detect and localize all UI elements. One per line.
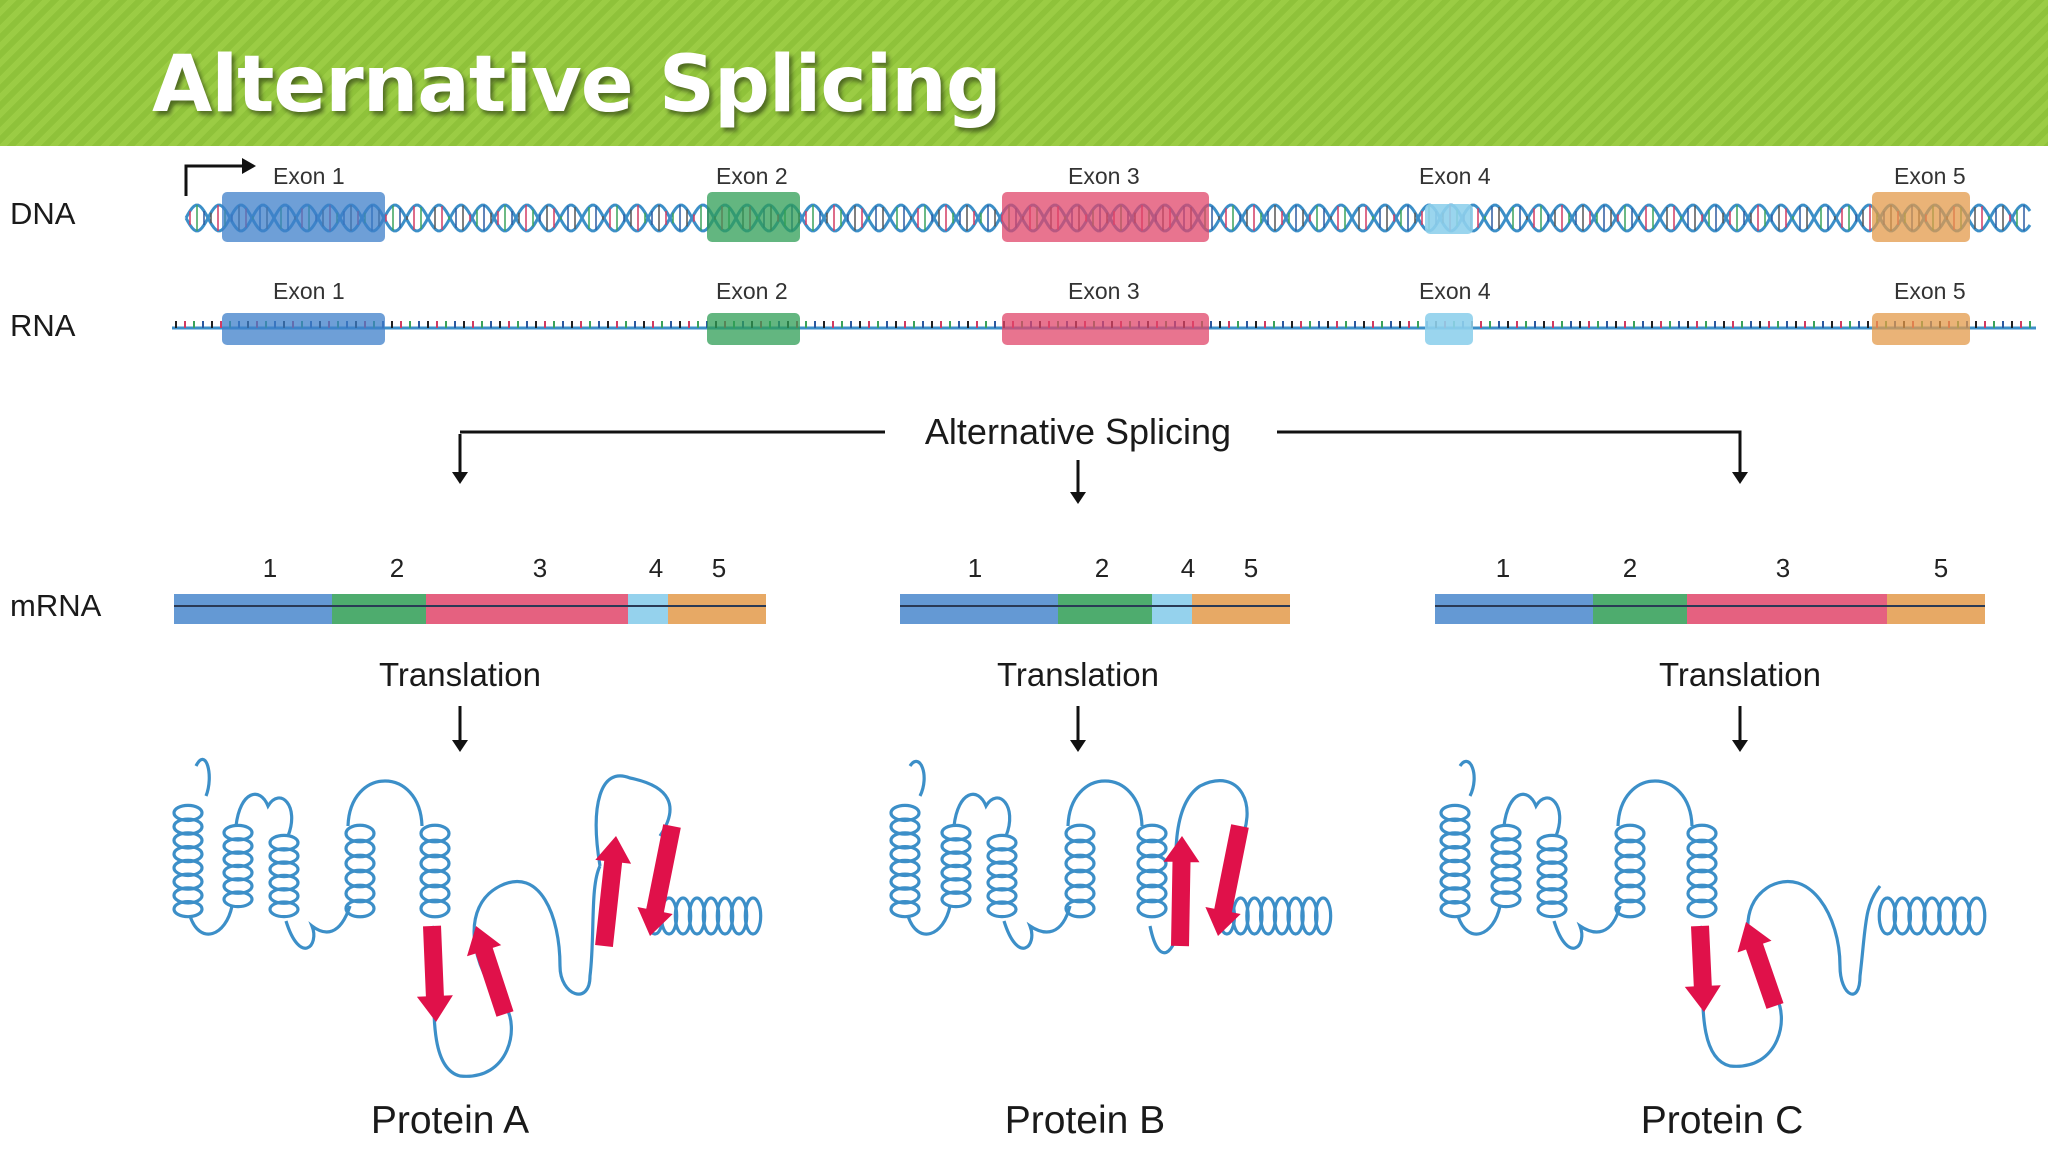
dna-exon-label-2: Exon 2: [716, 163, 788, 189]
mrna-variant-c: 1 2 3 5: [1435, 553, 1985, 624]
mrna-c-exon-5: [1887, 594, 1985, 624]
mrna-b-num-4: 4: [1181, 553, 1195, 583]
translation-label-b: Translation: [997, 656, 1159, 693]
rna-exons: [222, 313, 1970, 345]
dna-exon-label-3: Exon 3: [1068, 163, 1140, 189]
dna-exon-2: [707, 192, 800, 242]
transcription-start-arrow: [184, 158, 256, 196]
rna-exon-label-3: Exon 3: [1068, 278, 1140, 304]
slide-title: Alternative Splicing: [152, 40, 1002, 130]
dna-exon-labels: Exon 1 Exon 2 Exon 3 Exon 4 Exon 5: [273, 163, 1966, 189]
mrna-variant-a: 1 2 3 4 5: [174, 553, 766, 624]
protein-a-label: Protein A: [371, 1099, 529, 1142]
mrna-a-num-2: 2: [390, 553, 404, 583]
dna-label: DNA: [10, 196, 76, 231]
mrna-c-num-3: 3: [1776, 553, 1790, 583]
protein-a-structure: [172, 757, 763, 1078]
mrna-b-num-1: 1: [968, 553, 982, 583]
dna-exon-label-4: Exon 4: [1419, 163, 1491, 189]
mrna-a-num-3: 3: [533, 553, 547, 583]
protein-c-structure: [1439, 759, 1987, 1068]
mrna-a-exon-2: [332, 594, 426, 624]
mrna-a-exon-1: [174, 594, 332, 624]
splicing-label: Alternative Splicing: [925, 411, 1231, 452]
mrna-a-num-5: 5: [712, 553, 726, 583]
protein-b-structure: [889, 759, 1333, 955]
mrna-a-num-1: 1: [263, 553, 277, 583]
mrna-c-exon-3: [1687, 594, 1887, 624]
rna-exon-5: [1872, 313, 1970, 345]
dna-exon-label-1: Exon 1: [273, 163, 345, 189]
mrna-b-num-2: 2: [1095, 553, 1109, 583]
dna-exon-1: [222, 192, 385, 242]
rna-exon-label-4: Exon 4: [1419, 278, 1491, 304]
mrna-c-num-1: 1: [1496, 553, 1510, 583]
mrna-c-num-2: 2: [1623, 553, 1637, 583]
mrna-b-num-5: 5: [1244, 553, 1258, 583]
translation-label-c: Translation: [1659, 656, 1821, 693]
rna-exon-1: [222, 313, 385, 345]
splicing-bracket: [452, 430, 1748, 504]
translation-arrows: [452, 706, 1748, 752]
mrna-b-exon-1: [900, 594, 1058, 624]
protein-b-label: Protein B: [1005, 1099, 1165, 1142]
mrna-variant-b: 1 2 4 5: [900, 553, 1290, 624]
mrna-a-num-4: 4: [649, 553, 663, 583]
mrna-label: mRNA: [10, 588, 102, 623]
mrna-a-exon-3: [426, 594, 628, 624]
dna-exon-5: [1872, 192, 1970, 242]
mrna-b-exon-2: [1058, 594, 1152, 624]
mrna-b-exon-5: [1192, 594, 1290, 624]
title-bar: Alternative Splicing: [0, 0, 2048, 146]
dna-exon-label-5: Exon 5: [1894, 163, 1966, 189]
rna-exon-label-2: Exon 2: [716, 278, 788, 304]
mrna-a-exon-5: [668, 594, 766, 624]
rna-exon-labels: Exon 1 Exon 2 Exon 3 Exon 4 Exon 5: [273, 278, 1966, 304]
mrna-c-num-5: 5: [1934, 553, 1948, 583]
rna-exon-2: [707, 313, 800, 345]
rna-exon-label-5: Exon 5: [1894, 278, 1966, 304]
mrna-c-exon-1: [1435, 594, 1593, 624]
rna-exon-4: [1425, 313, 1473, 345]
mrna-b-exon-4: [1152, 594, 1192, 624]
splicing-diagram: DNA RNA mRNA Exon 1 Exon 2 Exon 3 Exon 4…: [10, 158, 2036, 1142]
dna-exons: [222, 192, 1970, 242]
protein-c-label: Protein C: [1641, 1099, 1804, 1142]
dna-exon-3: [1002, 192, 1209, 242]
mrna-a-exon-4: [628, 594, 668, 624]
rna-exon-3: [1002, 313, 1209, 345]
dna-exon-4: [1425, 204, 1473, 234]
rna-exon-label-1: Exon 1: [273, 278, 345, 304]
translation-label-a: Translation: [379, 656, 541, 693]
rna-label: RNA: [10, 308, 76, 343]
mrna-c-exon-2: [1593, 594, 1687, 624]
